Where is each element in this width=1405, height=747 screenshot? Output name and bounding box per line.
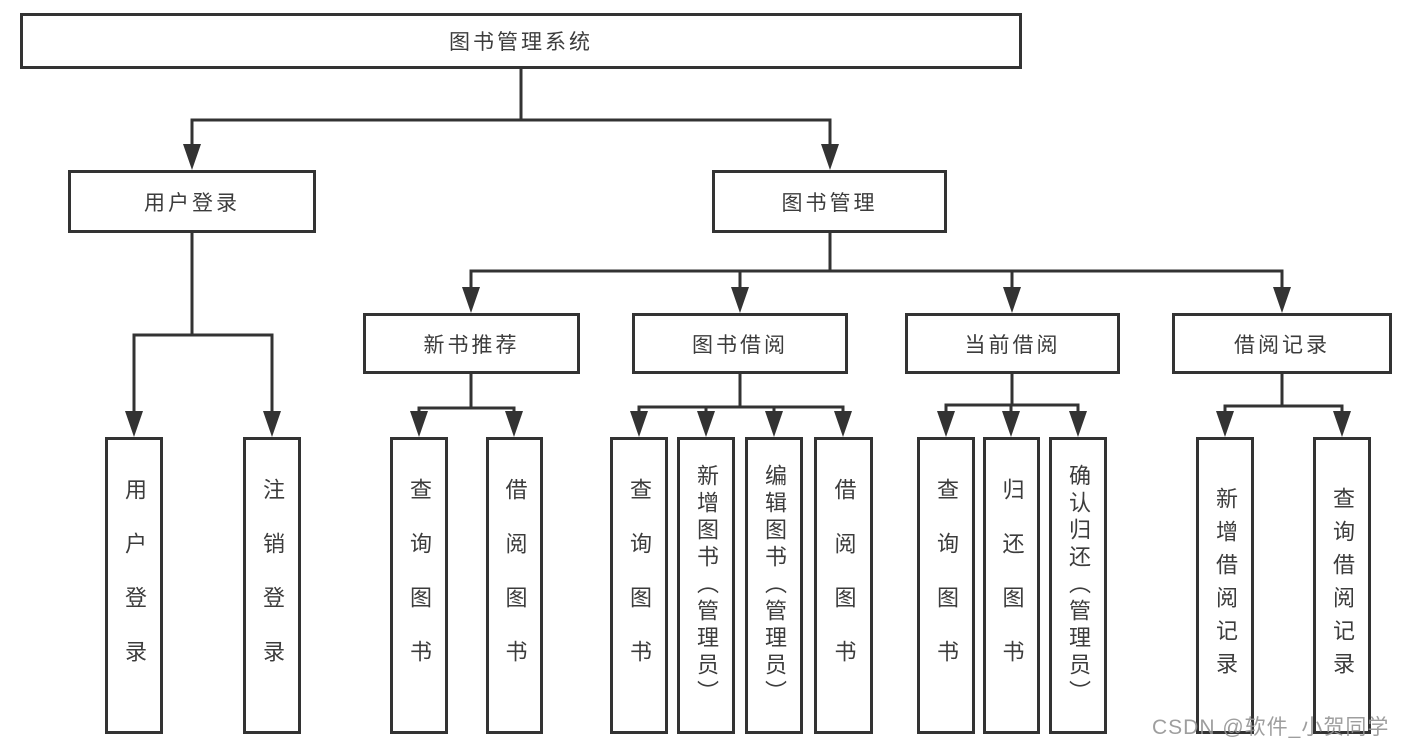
node-leaf-edit-books-admin: 编辑图书（管理员） <box>745 437 803 734</box>
node-book-borrowing: 图书借阅 <box>632 313 848 374</box>
node-leaf-return-books: 归还图书 <box>983 437 1040 734</box>
node-leaf-user-login: 用户登录 <box>105 437 163 734</box>
node-label: 注销登录 <box>260 477 285 694</box>
node-new-book-recommendation: 新书推荐 <box>363 313 580 374</box>
node-user-login: 用户登录 <box>68 170 316 233</box>
node-label: 新书推荐 <box>423 333 520 357</box>
node-leaf-add-borrow-record: 新增借阅记录 <box>1196 437 1254 734</box>
node-leaf-borrow-books-1: 借阅图书 <box>486 437 543 734</box>
node-label: 借阅记录 <box>1234 333 1330 357</box>
node-leaf-borrow-books-2: 借阅图书 <box>814 437 873 734</box>
node-leaf-confirm-return-admin: 确认归还（管理员） <box>1049 437 1107 734</box>
node-borrowing-records: 借阅记录 <box>1172 313 1392 374</box>
node-label: 查询图书 <box>934 477 959 694</box>
node-label: 查询图书 <box>627 477 652 694</box>
node-library-management-system: 图书管理系统 <box>20 13 1022 69</box>
node-label: 图书借阅 <box>692 333 788 357</box>
node-current-borrowing: 当前借阅 <box>905 313 1120 374</box>
node-label: 归还图书 <box>999 477 1025 694</box>
node-book-management: 图书管理 <box>712 170 947 233</box>
node-label: 查询借阅记录 <box>1330 486 1355 685</box>
node-label: 当前借阅 <box>964 333 1061 357</box>
node-label: 图书管理 <box>781 191 878 215</box>
node-label: 查询图书 <box>407 477 432 694</box>
node-leaf-add-books-admin: 新增图书（管理员） <box>677 437 735 734</box>
node-leaf-query-borrow-record: 查询借阅记录 <box>1313 437 1371 734</box>
node-leaf-query-books-3: 查询图书 <box>917 437 975 734</box>
node-label: 新增借阅记录 <box>1213 486 1238 685</box>
node-leaf-query-books-1: 查询图书 <box>390 437 448 734</box>
node-label: 用户登录 <box>122 477 147 694</box>
node-label: 确认归还（管理员） <box>1066 464 1091 707</box>
node-label: 编辑图书（管理员） <box>762 464 787 707</box>
csdn-watermark: CSDN @软件_小贺同学 <box>1152 716 1390 739</box>
node-label: 借阅图书 <box>831 477 857 694</box>
node-label: 新增图书（管理员） <box>694 464 719 707</box>
node-label: 图书管理系统 <box>449 31 593 54</box>
node-label: 借阅图书 <box>502 477 528 694</box>
node-label: 用户登录 <box>144 191 240 215</box>
node-leaf-query-books-2: 查询图书 <box>610 437 668 734</box>
node-leaf-logout: 注销登录 <box>243 437 301 734</box>
